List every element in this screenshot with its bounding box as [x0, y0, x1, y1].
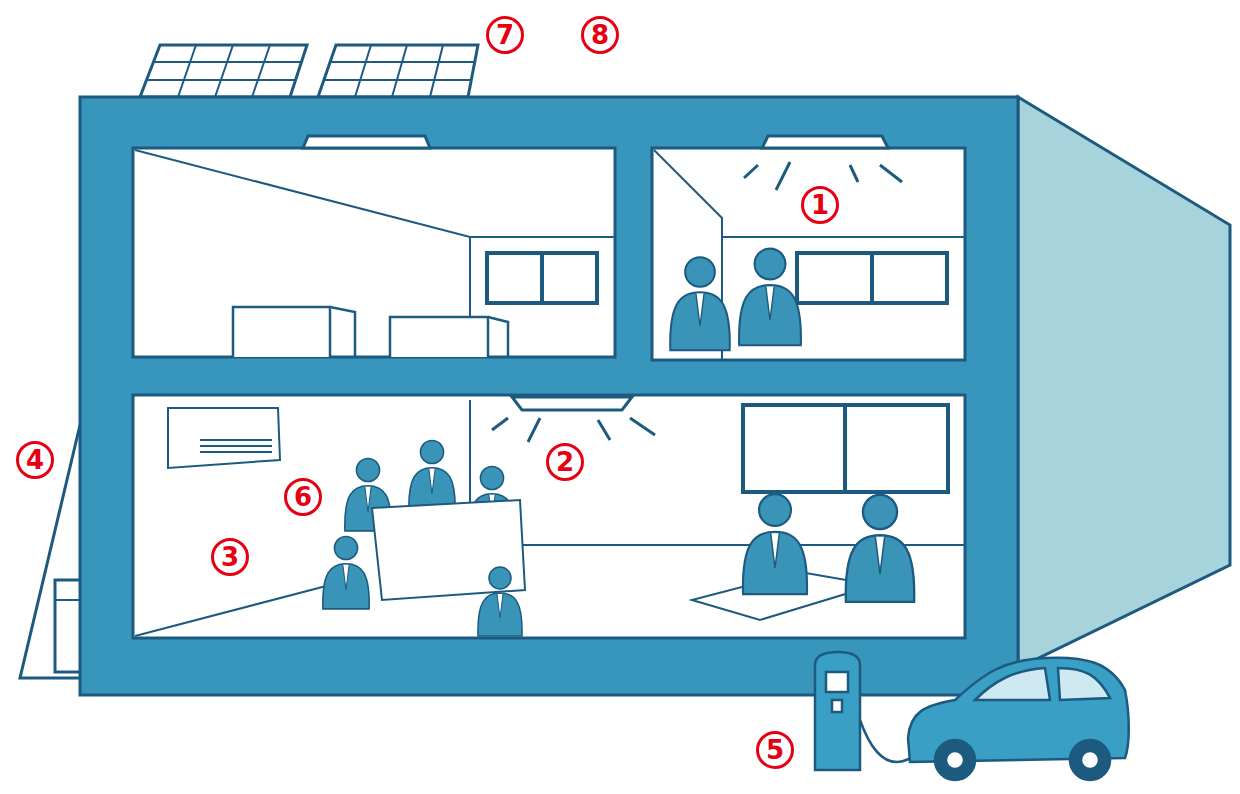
callout-number: 8: [581, 16, 619, 54]
people: [743, 494, 914, 602]
desks: [233, 307, 508, 357]
callout-number: 4: [16, 441, 54, 479]
building-side: [1018, 97, 1230, 668]
windows: [487, 253, 948, 492]
room-lines: [135, 150, 965, 636]
people: [345, 249, 801, 539]
people: [323, 536, 522, 636]
rooms: [133, 148, 965, 638]
callout-number: 6: [284, 478, 322, 516]
callout-number: 7: [486, 16, 524, 54]
air-conditioner: [168, 408, 280, 468]
solar-panels: [140, 45, 478, 97]
callout-number: 1: [801, 186, 839, 224]
electric-car: [908, 658, 1129, 780]
callout-number: 3: [211, 538, 249, 576]
callout-number: 2: [546, 443, 584, 481]
callout-number: 5: [756, 731, 794, 769]
building-front: [80, 97, 1018, 695]
